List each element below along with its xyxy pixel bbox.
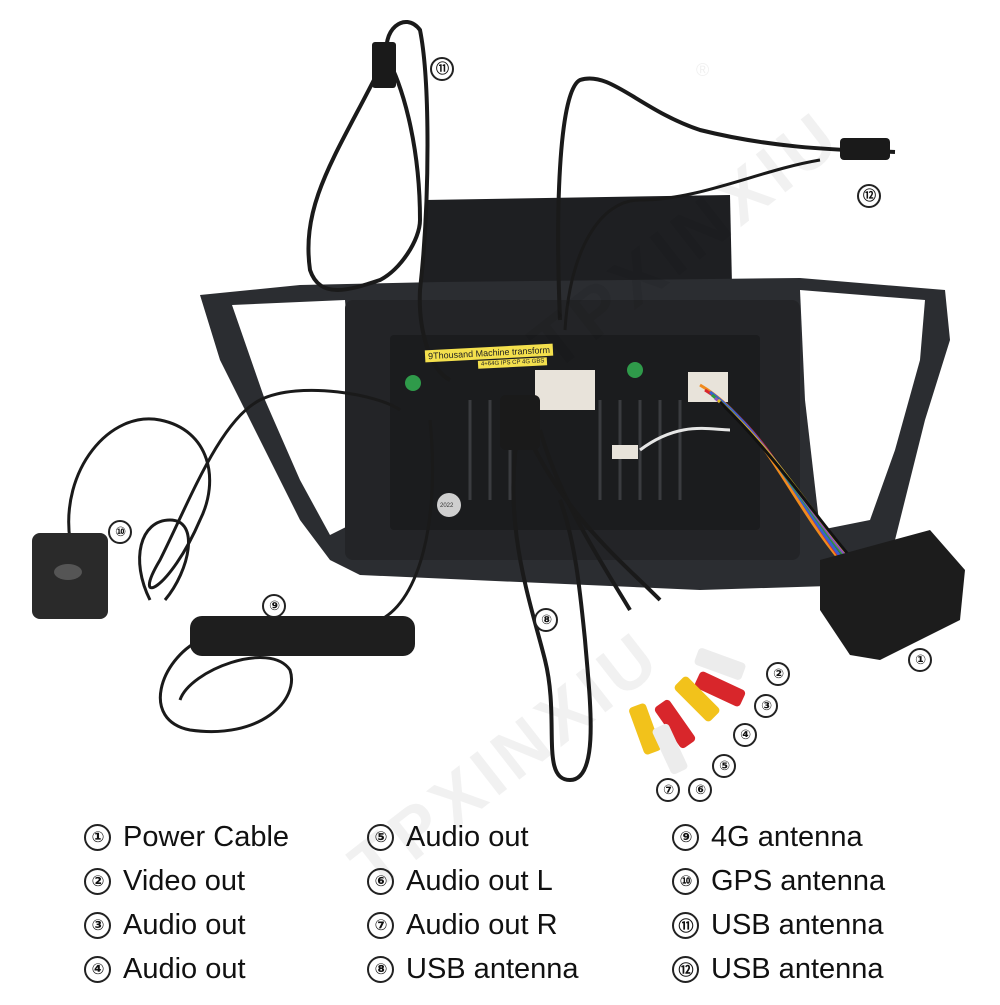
legend-label: USB antenna	[406, 952, 579, 985]
power-connector	[820, 530, 965, 660]
legend-number: ⑨	[672, 823, 699, 851]
callout-11: ⑪	[430, 57, 454, 81]
callout-4: ④	[733, 723, 757, 747]
legend-column-2: ⑤ Audio out ⑥ Audio out L ⑦ Audio out R …	[367, 815, 579, 991]
legend-label: Audio out R	[406, 908, 558, 941]
green-sticker-left	[405, 375, 421, 391]
legend: ① Power Cable ② Video out ③ Audio out ④ …	[0, 815, 1000, 995]
legend-item: ⑦ Audio out R	[367, 903, 579, 947]
legend-number: ⑧	[367, 955, 394, 983]
callout-2: ②	[766, 662, 790, 686]
legend-column-1: ① Power Cable ② Video out ③ Audio out ④ …	[84, 815, 289, 991]
connector-small	[612, 445, 638, 459]
usb-plug-11	[372, 42, 396, 88]
usb-cable-11	[306, 57, 423, 292]
chassis	[390, 335, 760, 530]
callout-6: ⑥	[688, 778, 712, 802]
legend-item: ⑪ USB antenna	[672, 903, 885, 947]
legend-item: ① Power Cable	[84, 815, 289, 859]
legend-number: ④	[84, 955, 111, 983]
legend-item: ⑨ 4G antenna	[672, 815, 885, 859]
legend-item: ② Video out	[84, 859, 289, 903]
legend-label: USB antenna	[711, 908, 884, 941]
legend-number: ③	[84, 911, 111, 939]
legend-label: GPS antenna	[711, 864, 886, 897]
legend-item: ⑥ Audio out L	[367, 859, 579, 903]
gps-cable	[67, 388, 401, 590]
legend-label: Audio out	[123, 952, 246, 985]
antenna-4g-cable	[159, 419, 435, 733]
date-stamp-text: 2022	[440, 503, 454, 509]
legend-label: Video out	[123, 864, 246, 897]
usb-cable-12	[556, 76, 896, 321]
antenna-4g-body	[190, 616, 415, 656]
legend-number: ⑪	[672, 911, 699, 939]
date-stamp	[437, 493, 461, 517]
legend-item: ⑧ USB antenna	[367, 947, 579, 991]
legend-number: ⑩	[672, 867, 699, 895]
green-sticker-right	[627, 362, 643, 378]
connector-block	[535, 370, 595, 410]
frame-window-right	[800, 290, 925, 530]
callout-8: ⑧	[534, 608, 558, 632]
registered-mark: ®	[696, 60, 710, 80]
legend-column-3: ⑨ 4G antenna ⑩ GPS antenna ⑪ USB antenna…	[672, 815, 885, 991]
legend-label: Power Cable	[123, 820, 290, 853]
callout-5: ⑤	[712, 754, 736, 778]
callout-1: ①	[908, 648, 932, 672]
legend-label: Audio out	[406, 820, 529, 853]
usb-plug-8	[500, 395, 540, 450]
legend-item: ⑤ Audio out	[367, 815, 579, 859]
legend-item: ⑩ GPS antenna	[672, 859, 885, 903]
legend-label: Audio out L	[406, 864, 553, 897]
callout-3: ③	[754, 694, 778, 718]
legend-number: ⑤	[367, 823, 394, 851]
legend-item: ⑫ USB antenna	[672, 947, 885, 991]
callout-12: ⑫	[857, 184, 881, 208]
callout-10: ⑩	[108, 520, 132, 544]
legend-number: ⑥	[367, 867, 394, 895]
legend-label: 4G antenna	[711, 820, 863, 853]
rca-connectors	[629, 648, 746, 775]
legend-item: ④ Audio out	[84, 947, 289, 991]
frame-window-left	[232, 300, 360, 535]
callout-9: ⑨	[262, 594, 286, 618]
connector-right	[688, 372, 728, 402]
legend-number: ②	[84, 867, 111, 895]
legend-label: USB antenna	[711, 952, 884, 985]
legend-label: Audio out	[123, 908, 246, 941]
callout-7: ⑦	[656, 778, 680, 802]
usb-cable-8	[511, 419, 593, 783]
legend-number: ①	[84, 823, 111, 851]
usb-plug-12	[840, 138, 890, 160]
legend-number: ⑫	[672, 955, 699, 983]
top-cover	[420, 195, 732, 290]
legend-item: ③ Audio out	[84, 903, 289, 947]
legend-number: ⑦	[367, 911, 394, 939]
